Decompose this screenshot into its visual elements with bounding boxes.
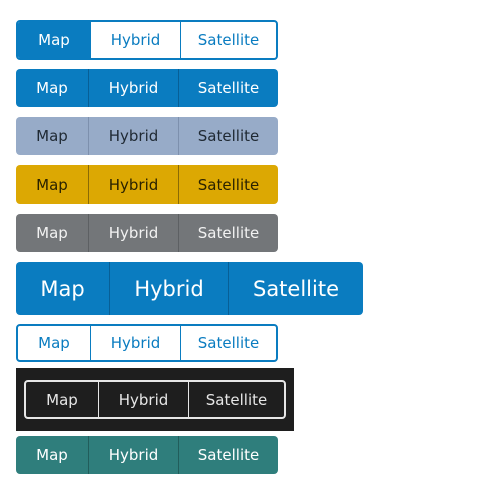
map-button[interactable]: Map: [36, 79, 68, 97]
satellite-button[interactable]: Satellite: [178, 69, 278, 107]
map-type-control-solid-blue: Map Hybrid Satellite: [16, 69, 278, 107]
hybrid-button[interactable]: Hybrid: [90, 326, 180, 360]
map-button[interactable]: Map: [40, 276, 85, 301]
map-type-control-large-blue: Map Hybrid Satellite: [16, 262, 363, 315]
map-type-control-outline-plain: Map Hybrid Satellite: [16, 324, 278, 362]
map-type-control-dark-outline: Map Hybrid Satellite: [24, 380, 286, 419]
map-button[interactable]: Map: [38, 334, 70, 352]
hybrid-button[interactable]: Hybrid: [88, 165, 178, 204]
hybrid-button[interactable]: Hybrid: [88, 436, 178, 474]
map-type-control-outline-selected: Map Hybrid Satellite: [16, 20, 278, 60]
satellite-button[interactable]: Satellite: [180, 326, 276, 360]
satellite-button[interactable]: Satellite: [180, 22, 276, 58]
satellite-button[interactable]: Satellite: [178, 117, 278, 155]
hybrid-button[interactable]: Hybrid: [88, 214, 178, 252]
map-type-control-amber: Map Hybrid Satellite: [16, 165, 278, 204]
map-type-control-grey: Map Hybrid Satellite: [16, 214, 278, 252]
map-type-control-light-steel: Map Hybrid Satellite: [16, 117, 278, 155]
hybrid-button[interactable]: Hybrid: [109, 262, 228, 315]
map-button[interactable]: Map: [36, 127, 68, 145]
satellite-button[interactable]: Satellite: [228, 262, 363, 315]
hybrid-button[interactable]: Hybrid: [88, 69, 178, 107]
satellite-button[interactable]: Satellite: [178, 214, 278, 252]
hybrid-button[interactable]: Hybrid: [88, 117, 178, 155]
satellite-button[interactable]: Satellite: [178, 436, 278, 474]
map-button[interactable]: Map: [36, 175, 68, 194]
map-type-control-teal: Map Hybrid Satellite: [16, 436, 278, 474]
satellite-button[interactable]: Satellite: [188, 382, 284, 417]
hybrid-button[interactable]: Hybrid: [98, 382, 188, 417]
map-button[interactable]: Map: [46, 390, 78, 409]
map-button[interactable]: Map: [18, 22, 90, 58]
map-button[interactable]: Map: [36, 446, 68, 464]
satellite-button[interactable]: Satellite: [178, 165, 278, 204]
map-button[interactable]: Map: [36, 224, 68, 242]
hybrid-button[interactable]: Hybrid: [90, 22, 180, 58]
